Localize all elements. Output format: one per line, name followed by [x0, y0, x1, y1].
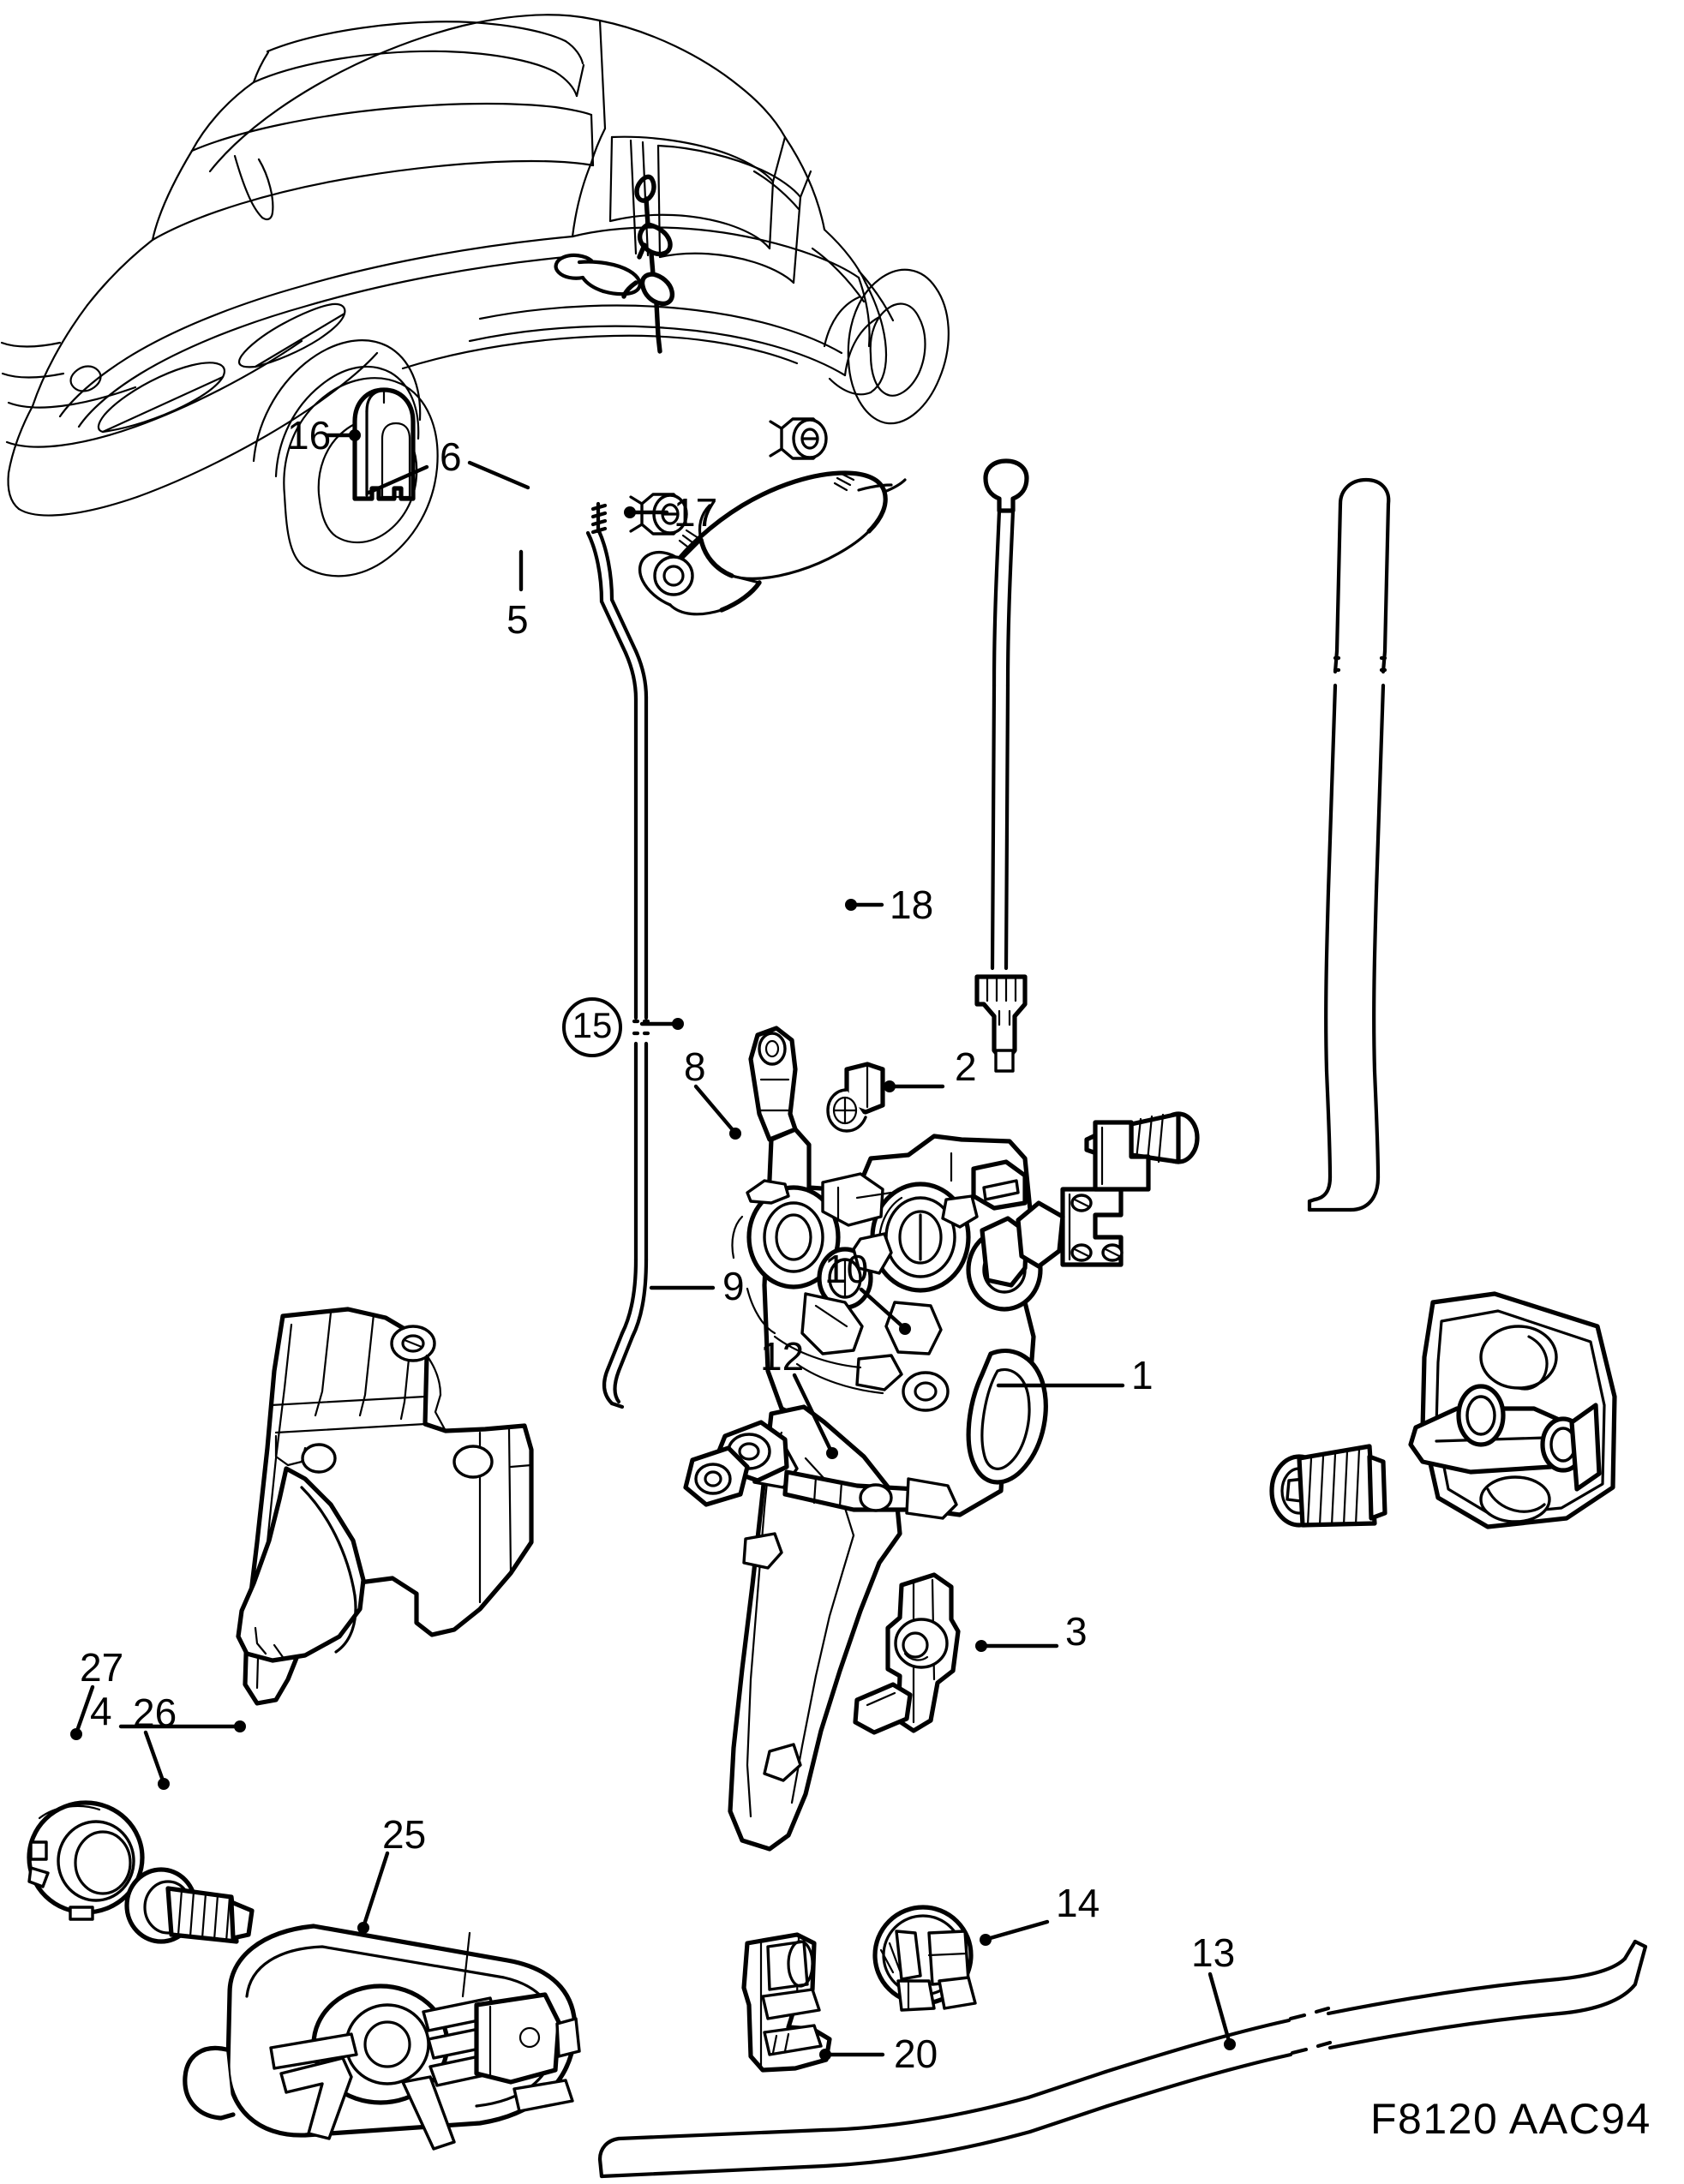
part-lower-control-rod — [597, 1939, 1648, 2179]
callout-16[interactable]: 16 — [287, 413, 332, 458]
callout-13[interactable]: 13 — [1191, 1930, 1236, 1975]
figure-code: F8120 AAC94 — [1370, 2095, 1651, 2143]
callout-14[interactable]: 14 — [1056, 1881, 1100, 1925]
callout-27[interactable]: 27 — [80, 1645, 124, 1690]
callout-3[interactable]: 3 — [1065, 1609, 1088, 1654]
part-outer-door-handle — [629, 417, 907, 616]
handle-nut-right — [769, 417, 855, 492]
part-rod-grommet-bushing — [872, 1905, 977, 2012]
part-central-locking-actuator — [183, 1924, 581, 2151]
callout-10[interactable]: 10 — [824, 1247, 869, 1291]
callout-6[interactable]: 6 — [440, 434, 462, 479]
callout-20[interactable]: 20 — [894, 2031, 938, 2076]
callout-9[interactable]: 9 — [722, 1264, 745, 1308]
callout-26[interactable]: 26 — [133, 1690, 177, 1735]
part-door-lock-latch-assembly — [683, 1026, 1065, 1852]
part-inner-door-release-handle — [236, 1307, 534, 1706]
callout-18[interactable]: 18 — [890, 883, 934, 927]
part-lock-lever-catch — [826, 1062, 885, 1133]
vehicle-illustration — [0, 14, 950, 577]
part-door-striker — [1408, 1291, 1617, 1529]
part-lock-button-rod — [585, 501, 650, 1409]
part-latch-reinforcement-plate — [1060, 1120, 1151, 1267]
callout-5[interactable]: 5 — [506, 597, 529, 642]
part-rod-guide-clip — [853, 1572, 961, 1735]
callout-4[interactable]: 4 — [90, 1689, 112, 1733]
callout-1[interactable]: 1 — [1131, 1353, 1154, 1397]
callout-8[interactable]: 8 — [684, 1044, 706, 1089]
callout-2[interactable]: 2 — [955, 1044, 977, 1089]
callout-12[interactable]: 12 — [760, 1334, 805, 1379]
callout-15[interactable]: 15 — [562, 997, 622, 1057]
handle-nut-left — [629, 493, 703, 551]
part-striker-torx-bolt — [1269, 1444, 1387, 1528]
callout-25[interactable]: 25 — [382, 1812, 427, 1857]
callout-leaders — [70, 429, 1236, 2061]
callout-17[interactable]: 17 — [674, 490, 718, 535]
part-handle-to-latch-rod — [1307, 477, 1391, 1212]
part-rod-retaining-clip — [741, 1932, 832, 2073]
part-lock-cylinder-control-rod — [974, 458, 1029, 1073]
part-actuator-mounting-screw — [124, 1867, 255, 1944]
part-lock-button-cap — [352, 387, 416, 501]
part-lock-cylinder-retainer-ring — [27, 1800, 145, 1921]
